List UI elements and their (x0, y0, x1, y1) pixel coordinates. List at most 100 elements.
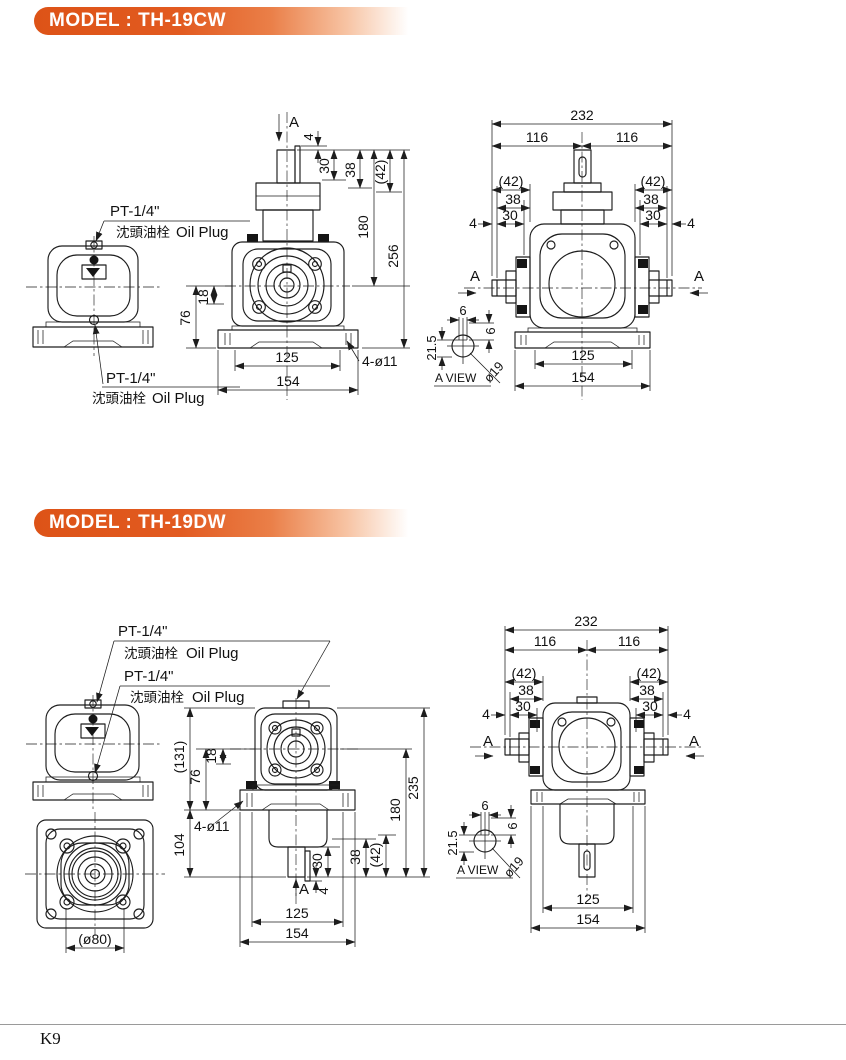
dim-4-right: 4 (687, 215, 695, 231)
dim-154: 154 (571, 369, 595, 385)
dim-38: 38 (342, 162, 358, 178)
dim-38-right: 38 (639, 682, 655, 698)
dim-key-4: 4 (316, 887, 331, 894)
page-number: K9 (40, 1029, 61, 1048)
plug-en-label: Oil Plug (186, 645, 239, 662)
th19cw-drawing: PT-1/4" 沈頭油栓 Oil Plug PT-1/4" 沈頭油栓 Oil P… (26, 107, 708, 407)
dim-154: 154 (276, 373, 300, 389)
plug-thread-label: PT-1/4" (124, 668, 174, 685)
plug-cjk-label: 沈頭油栓 (116, 225, 170, 241)
oil-indicator-icon (88, 714, 98, 724)
a-view-title: A VIEW (435, 371, 477, 385)
dim-38-right: 38 (643, 191, 659, 207)
dim-42-right: (42) (641, 173, 666, 189)
dim-42-left: (42) (499, 173, 524, 189)
cw-oil-plug-top-label: PT-1/4" 沈頭油栓 Oil Plug (95, 203, 250, 242)
dim-30-right: 30 (645, 207, 661, 223)
dim-keyway-depth-6: 6 (505, 822, 520, 829)
dim-125: 125 (285, 905, 309, 921)
plug-en-label: Oil Plug (192, 689, 245, 706)
dim-21-5: 21.5 (424, 335, 439, 360)
th19dw-drawing: PT-1/4" 沈頭油栓 Oil Plug PT-1/4" 沈頭油栓 Oil P… (25, 615, 704, 953)
dim-154: 154 (285, 925, 309, 941)
dim-dia-19: ø19 (481, 359, 507, 386)
dw-side-profile-view (26, 695, 162, 809)
model-header-th19cw: MODEL : TH-19CW (34, 7, 416, 35)
dim-18: 18 (195, 289, 211, 305)
plug-en-label: Oil Plug (152, 390, 205, 407)
dim-21-5: 21.5 (445, 830, 460, 855)
plug-cjk-label: 沈頭油栓 (92, 391, 146, 407)
section-marker-a: A (289, 114, 299, 131)
dim-30: 30 (309, 853, 325, 869)
cw-side-profile-view (26, 236, 162, 356)
dim-235: 235 (405, 776, 421, 800)
dim-38-left: 38 (518, 682, 534, 698)
dim-38-left: 38 (505, 191, 521, 207)
cw-oil-plug-bottom-label: PT-1/4" 沈頭油栓 Oil Plug (92, 324, 240, 407)
dim-116-left: 116 (526, 129, 549, 145)
dw-side-view (470, 640, 704, 897)
section-marker-a-right: A (694, 268, 704, 285)
cw-a-view-detail: 6 6 21.5 ø19 A VIEW (424, 303, 507, 387)
dim-180: 180 (387, 798, 403, 822)
dw-a-view-detail: 6 6 21.5 ø19 A VIEW (445, 798, 527, 880)
footer-divider (0, 1024, 846, 1025)
dim-42-right: (42) (637, 665, 662, 681)
dim-116-right: 116 (616, 129, 639, 145)
dim-keyway-width-6: 6 (459, 303, 466, 318)
dim-30-left: 30 (502, 207, 518, 223)
dw-front-view (230, 698, 360, 905)
dim-dia-19: ø19 (501, 854, 527, 881)
dim-30: 30 (316, 158, 332, 174)
dim-42: (42) (367, 843, 383, 868)
dim-42-left: (42) (512, 665, 537, 681)
dim-30-left: 30 (515, 698, 531, 714)
dim-232: 232 (570, 107, 594, 123)
dim-dia-80: (ø80) (78, 931, 111, 947)
dim-keyway-width-6: 6 (481, 798, 488, 813)
plug-thread-label: PT-1/4" (118, 623, 168, 640)
dim-bolt-holes: 4-ø11 (362, 353, 398, 369)
cw-front-dimensions: A 4 30 38 (42) 180 256 76 (177, 114, 410, 395)
dim-4-right: 4 (683, 706, 691, 722)
oil-indicator-icon (89, 255, 99, 265)
dim-4-left: 4 (469, 215, 477, 231)
dim-125: 125 (571, 347, 595, 363)
dim-256: 256 (385, 244, 401, 268)
dim-116-left: 116 (534, 633, 557, 649)
plug-cjk-label: 沈頭油栓 (130, 690, 184, 706)
section-marker-a-left: A (483, 733, 493, 750)
model-title: MODEL : TH-19CW (49, 10, 227, 31)
dim-key-4: 4 (301, 133, 316, 140)
model-header-th19dw: MODEL : TH-19DW (34, 509, 416, 537)
plug-en-label: Oil Plug (176, 224, 229, 241)
dim-76: 76 (187, 769, 203, 785)
dim-154: 154 (576, 911, 600, 927)
section-marker-a: A (299, 881, 309, 898)
section-marker-a-right: A (689, 733, 699, 750)
cw-front-view (217, 112, 359, 400)
dim-42: (42) (372, 160, 388, 185)
dw-oil-plug-label-1: PT-1/4" 沈頭油栓 Oil Plug (96, 623, 331, 703)
dim-125: 125 (576, 891, 600, 907)
plug-cjk-label: 沈頭油栓 (124, 646, 178, 662)
a-view-title: A VIEW (457, 863, 499, 877)
dim-76: 76 (177, 310, 193, 326)
dim-180: 180 (355, 215, 371, 239)
cw-side-dimensions: 232 116 116 (42) 38 30 4 (42) 38 30 (458, 107, 708, 391)
dw-side-dimensions: 232 116 116 (42) 38 30 4 (42) 38 30 (475, 615, 704, 933)
dim-125: 125 (275, 349, 299, 365)
plug-thread-label: PT-1/4" (106, 370, 156, 387)
dw-flange-face-view: (ø80) (25, 812, 165, 953)
dim-bolt-holes: 4-ø11 (194, 818, 230, 834)
dim-232: 232 (574, 615, 598, 629)
model-title: MODEL : TH-19DW (49, 512, 227, 533)
dim-104: 104 (171, 833, 187, 857)
plug-thread-label: PT-1/4" (110, 203, 160, 220)
dim-116-right: 116 (618, 633, 641, 649)
dim-30-right: 30 (642, 698, 658, 714)
dim-4-left: 4 (482, 706, 490, 722)
cw-side-view (464, 132, 702, 400)
